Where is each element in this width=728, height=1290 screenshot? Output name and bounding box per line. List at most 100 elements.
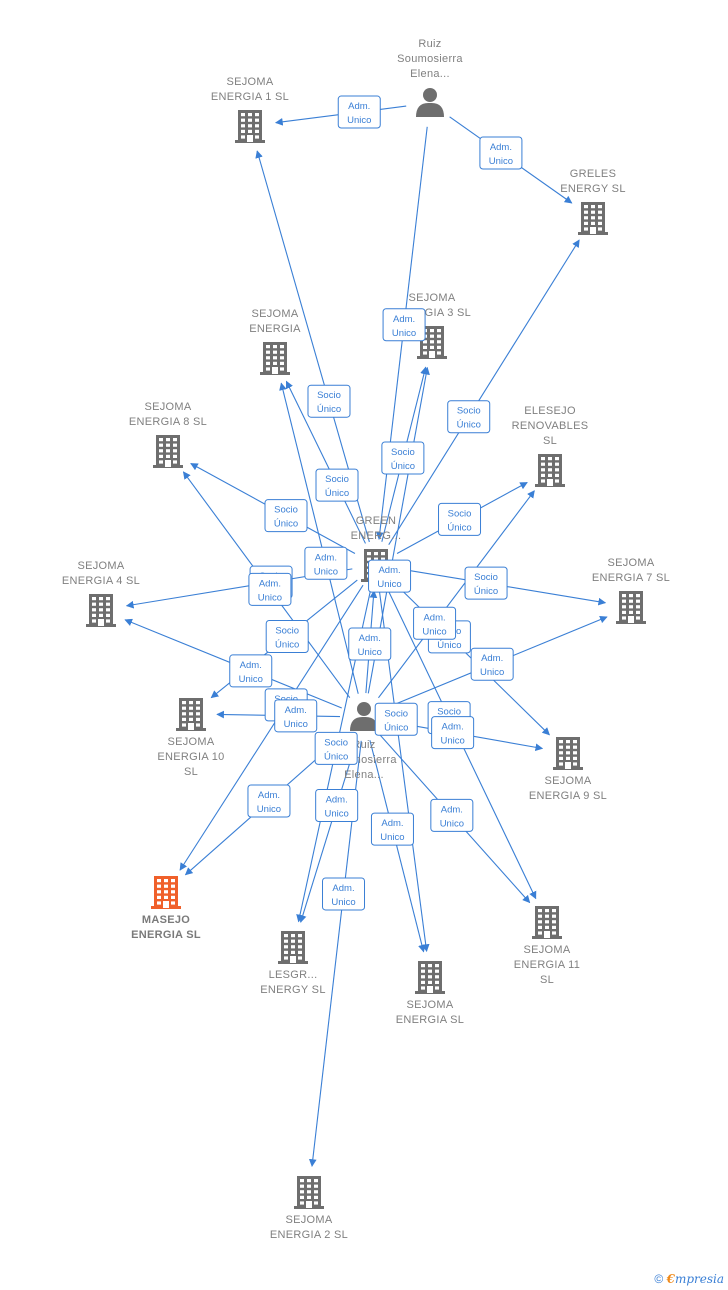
node-label: ENERGIA 9 SL xyxy=(529,790,607,802)
building-icon xyxy=(86,594,116,627)
node-label: Elena... xyxy=(410,68,450,80)
edge-label-text: Único xyxy=(457,420,481,431)
edge-label-box xyxy=(413,606,457,640)
edge-label-text: Socio xyxy=(325,474,349,485)
edge-ruiz_mid-to-lesgr xyxy=(299,739,358,923)
edge-label-ruiz_mid-to-sejoma9[interactable]: Adm.Unico xyxy=(431,716,475,750)
edge-label-text: Unico xyxy=(489,156,513,167)
node-ruiz_top[interactable]: RuizSoumosierraElena... xyxy=(397,38,463,117)
edge-label-ruiz_mid-to-lesgr[interactable]: Adm.Unico xyxy=(315,789,359,823)
node-label: Ruiz xyxy=(352,739,375,751)
edge-label-ruiz_mid-to-sejoma11[interactable]: Adm. Unico xyxy=(430,798,474,832)
edge-label-box xyxy=(430,798,474,832)
edge-label-ruiz_mid-to-sejoma4[interactable]: Adm.Unico xyxy=(229,654,273,688)
edge-label-ruiz_mid-to-sejoma7[interactable]: Adm. Unico xyxy=(470,647,514,681)
edge-label-ruiz_mid-to-sejoma[interactable]: Adm.Unico xyxy=(370,812,414,846)
building-icon xyxy=(535,454,565,487)
edge-label-text: Adm. xyxy=(481,653,503,664)
node-lesgr[interactable]: LESGR...ENERGY SL xyxy=(260,931,325,996)
edge-label-box xyxy=(248,572,292,606)
node-label: RENOVABLES xyxy=(512,420,589,432)
edge-label-ruiz_mid-to-sejoma_x[interactable]: Adm.Unico xyxy=(304,546,348,580)
edge-label-text: Unico xyxy=(284,719,308,730)
edge-label-text: Único xyxy=(325,488,349,499)
node-label: ENERGIA 11 xyxy=(514,959,580,971)
edge-label-box xyxy=(382,308,426,342)
edge-label-text: Adm. xyxy=(442,722,464,733)
edge-greenx-to-sejoma_x xyxy=(285,380,366,544)
edge-label-ruiz_mid-to-sejoma10[interactable]: Adm.Unico xyxy=(274,699,318,733)
edge-label-text: Adm. xyxy=(326,795,348,806)
edge-label-text: Adm. xyxy=(332,883,354,894)
edge-label-ruiz_mid-to-greenx[interactable]: Adm.Unico xyxy=(348,627,392,661)
building-icon xyxy=(532,906,562,939)
edge-label-text: Único xyxy=(391,461,415,472)
building-icon xyxy=(415,961,445,994)
edge-label-box xyxy=(464,566,508,600)
edge-label-ruiz_mid-to-sejoma3[interactable]: Adm.Unico xyxy=(368,559,412,593)
edge-label-text: Adm. xyxy=(258,790,280,801)
edge-label-text: Adm. xyxy=(393,314,415,325)
person-icon xyxy=(416,88,444,117)
edge-label-box xyxy=(315,789,359,823)
edge-ruiz_mid-to-elesejo xyxy=(377,490,535,699)
edge-label-box xyxy=(348,627,392,661)
edge-label-ruiz_mid-to-masejo[interactable]: Adm.Unico xyxy=(247,784,291,818)
edge-label-ruiz_mid-to-sejoma8[interactable]: Adm.Unico xyxy=(248,572,292,606)
edge-label-text: Socio xyxy=(275,626,299,637)
edge-label-ruiz_mid-to-sejoma2[interactable]: Adm.Unico xyxy=(322,877,366,911)
building-icon xyxy=(417,326,447,359)
node-label: SEJOMA xyxy=(408,292,455,304)
edge-label-text: Unico xyxy=(480,667,504,678)
edge-label-box xyxy=(370,812,414,846)
node-label: Soumosierra xyxy=(397,53,463,65)
edge-label-text: Único xyxy=(474,586,498,597)
edge-label-text: Adm. xyxy=(381,818,403,829)
edge-label-text: Socio xyxy=(324,737,348,748)
edge-label-text: Único xyxy=(437,640,461,651)
edge-label-text: Adm. xyxy=(359,633,381,644)
edge-label-ruiz_mid-to-elesejo[interactable]: Adm.Unico xyxy=(413,606,457,640)
edge-label-ruiz_top-to-greles[interactable]: Adm.Unico xyxy=(479,136,523,170)
node-label: SEJOMA xyxy=(607,557,654,569)
edge-label-text: Unico xyxy=(258,592,282,603)
node-label: ENERGIA 10 xyxy=(157,751,224,763)
edge-label-text: Adm. xyxy=(441,804,463,815)
person-icon xyxy=(350,702,378,731)
edge-label-ruiz_top-to-sejoma1[interactable]: Adm.Unico xyxy=(337,95,381,129)
building-icon xyxy=(235,110,265,143)
brand-name: mpresia xyxy=(674,1272,724,1286)
brand-logo: €mpresia xyxy=(667,1272,724,1286)
edge-label-text: Unico xyxy=(440,818,464,829)
edge-label-text: Unico xyxy=(392,328,416,339)
edge-label-text: Unico xyxy=(347,115,371,126)
edge-label-ruiz_top-to-greenx[interactable]: Adm. Unico xyxy=(382,308,426,342)
node-label: Ruiz xyxy=(418,38,441,50)
